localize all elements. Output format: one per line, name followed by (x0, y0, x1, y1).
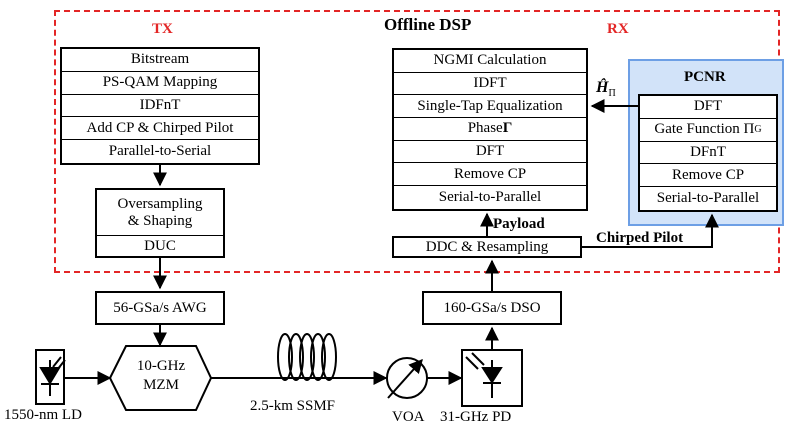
tx-step-2: IDFnT (62, 95, 258, 118)
shaping-label: & Shaping (127, 212, 193, 229)
rx-step-0: NGMI Calculation (394, 50, 586, 73)
tx-step-1: PS-QAM Mapping (62, 72, 258, 95)
photodiode-icon (461, 349, 523, 407)
duc-box: DUC (144, 237, 176, 254)
pd-label: 31-GHz PD (440, 409, 512, 425)
mzm-modulator-shape (108, 345, 213, 411)
voa-label: VOA (392, 409, 425, 425)
oversampling-shaping-box: Oversampling & Shaping (97, 190, 223, 236)
fiber-label: 2.5-km SSMF (250, 398, 336, 414)
laser-diode-icon (35, 349, 66, 405)
rx-step-6: Serial-to-Parallel (438, 188, 542, 205)
pcnr-step-4: Serial-to-Parallel (656, 190, 760, 207)
arrow-chirped-pilot (582, 213, 719, 248)
pcnr-title: PCNR (684, 69, 726, 85)
oversampling-label: Oversampling (117, 195, 203, 212)
chirped-pilot-label: Chirped Pilot (596, 230, 684, 246)
ddc-resampling-box: DDC & Resampling (392, 236, 582, 258)
fiber-spool-icon (277, 333, 337, 381)
oversampling-duc-block: Oversampling & Shaping DUC (95, 188, 225, 258)
payload-label: Payload (493, 216, 545, 232)
tx-label: TX (152, 21, 173, 37)
rx-step-5: Remove CP (394, 163, 586, 187)
rx-step-4: DFT (394, 141, 586, 164)
rx-step-1: IDFT (394, 73, 586, 96)
channel-estimate-label: ĤΠ (596, 79, 616, 100)
dso-box: 160-GSa/s DSO (422, 291, 562, 325)
pcnr-step-0: DFT (640, 96, 776, 119)
pcnr-step-2: DFnT (640, 142, 776, 165)
pcnr-step-3: Remove CP (640, 164, 776, 188)
dsp-title: Offline DSP (384, 15, 472, 34)
rx-step-2: Single-Tap Equalization (394, 95, 586, 119)
rx-label: RX (607, 21, 629, 37)
awg-box: 56-GSa/s AWG (95, 291, 225, 325)
tx-step-0: Bitstream (62, 49, 258, 72)
tx-step-3: Add CP & Chirped Pilot (62, 117, 258, 141)
rx-step-3: Phase Γ (394, 118, 586, 141)
voa-attenuator-icon (386, 357, 428, 399)
tx-step-4: Parallel-to-Serial (108, 143, 212, 160)
laser-label: 1550-nm LD (4, 407, 82, 423)
